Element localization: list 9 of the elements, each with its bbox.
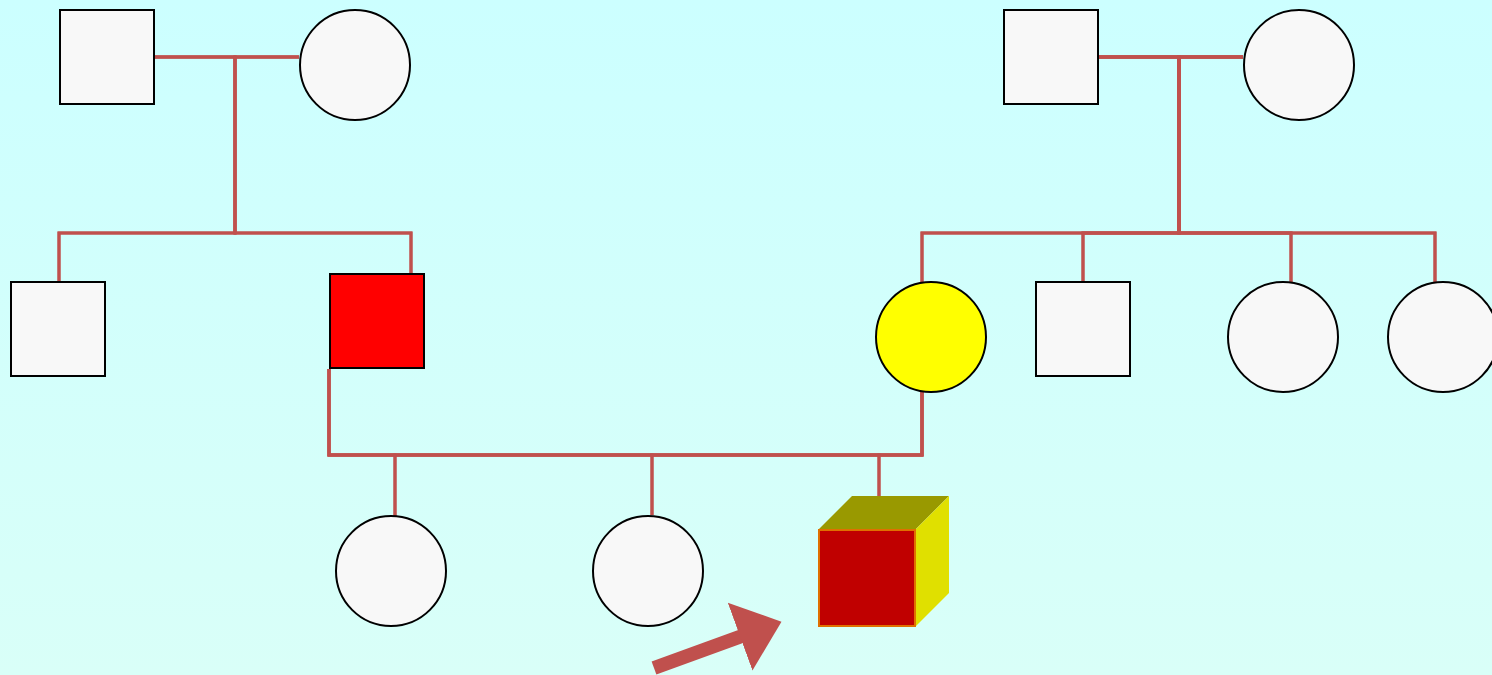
male-square [329,273,425,369]
male-square [1035,281,1131,377]
male-square [10,281,106,377]
male-square [59,9,155,105]
male-square [1003,9,1099,105]
pedigree-line [877,392,924,496]
pointer-arrow [651,602,782,675]
pedigree-line [233,55,413,273]
cube-drawing [818,496,949,627]
